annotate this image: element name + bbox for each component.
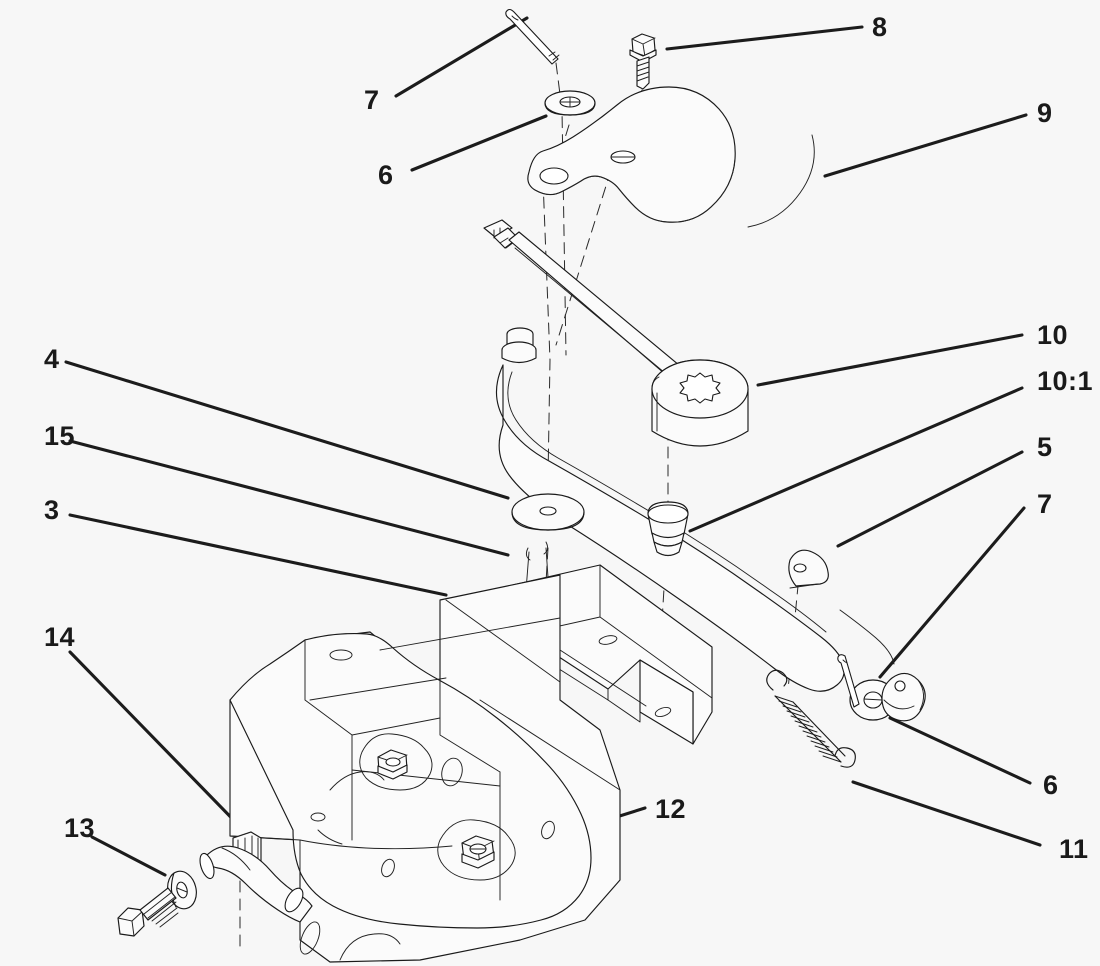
brake-arm-hub: [881, 672, 926, 722]
axis-washer-15: [542, 179, 551, 479]
leader-line-7-right: [878, 506, 1026, 679]
callout-label-6-top: 6: [378, 160, 394, 190]
cotter-pin-part: [505, 8, 560, 65]
cotter-pin-right-part: [837, 654, 860, 708]
callout-label-14: 14: [44, 622, 76, 652]
spring-coils: [774, 695, 846, 763]
splined-knob-part: [651, 359, 749, 447]
callout-label-6-right: 6: [1043, 770, 1059, 800]
callout-label-15: 15: [44, 421, 76, 451]
callout-label-10-1: 10:1: [1037, 366, 1094, 396]
flat-washer-top-part: [544, 90, 596, 116]
leader-line-15: [68, 439, 510, 557]
hex-bolt-washer-part: [117, 870, 197, 937]
leader-line-14: [68, 650, 255, 842]
leader-line-10: [756, 333, 1024, 387]
cam-plate-part: [527, 86, 815, 228]
leader-line-13: [90, 835, 167, 877]
callout-label-11: 11: [1059, 834, 1089, 864]
extension-spring-part: [766, 669, 856, 768]
leader-line-8: [665, 25, 864, 51]
leader-line-4: [64, 360, 510, 500]
transmission-housing: [229, 574, 647, 963]
rubber-grommet-part: [647, 501, 689, 557]
brake-arm-hinge-tab: [788, 549, 829, 589]
axis-cam-plate: [555, 169, 612, 346]
callout-label-3: 3: [44, 495, 60, 525]
hex-nut-upper-part: [377, 749, 408, 780]
leader-line-6-right: [888, 716, 1032, 785]
callout-label-8: 8: [872, 12, 888, 42]
leader-line-11: [851, 780, 1042, 847]
leader-line-7-top: [394, 16, 529, 98]
leader-line-9: [823, 113, 1028, 178]
callout-label-7-right: 7: [1037, 489, 1053, 519]
callout-label-9: 9: [1037, 98, 1053, 128]
leader-line-5: [836, 450, 1024, 548]
callout-label-4: 4: [44, 344, 60, 374]
leader-line-10-1: [688, 386, 1024, 533]
leader-line-3: [68, 513, 448, 597]
linkage-post: [501, 327, 537, 364]
hex-nut-part: [461, 835, 495, 869]
leader-line-6-top: [410, 114, 548, 172]
flat-washer-large-part: [511, 493, 585, 531]
callout-label-10: 10: [1037, 320, 1069, 350]
callout-label-13: 13: [64, 813, 96, 843]
hex-flange-bolt-part: [629, 33, 657, 90]
callout-label-12: 12: [655, 794, 687, 824]
callout-label-7-top: 7: [364, 85, 380, 115]
housing-hose-fitting: [199, 845, 313, 923]
callout-label-5: 5: [1037, 432, 1053, 462]
